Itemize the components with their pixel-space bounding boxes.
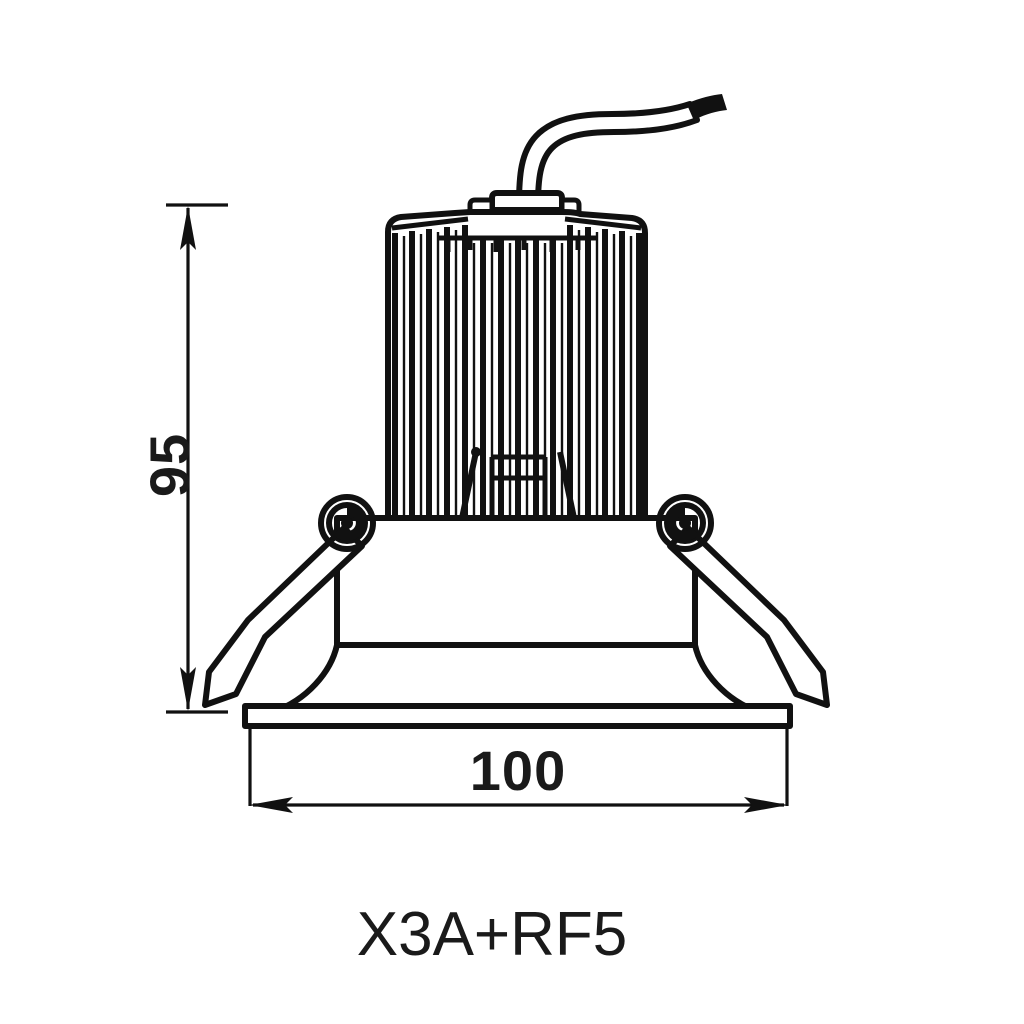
housing-collar — [334, 515, 698, 648]
trim-bezel-cone — [270, 642, 762, 715]
heat-sink-fin-edges — [402, 230, 633, 516]
trim-bezel-group — [270, 642, 762, 715]
drawing-caption: X3A+RF5 — [357, 900, 628, 969]
mounting-flange — [242, 703, 793, 729]
inner-strut-left — [459, 451, 479, 519]
height-dimension-label: 95 — [138, 433, 201, 497]
inner-strut-pivot-left — [471, 447, 481, 457]
height-dimension-group: 95 — [138, 203, 228, 714]
spring-pivot-right — [679, 517, 691, 529]
width-arrow-left — [249, 797, 293, 813]
spring-pivot-left — [341, 517, 353, 529]
spring-coil-right-inner — [666, 504, 698, 541]
spring-clip-right — [656, 494, 830, 708]
power-cable-group — [516, 94, 727, 208]
height-arrow-bottom — [180, 667, 196, 711]
spring-coil-left-inner — [334, 504, 366, 541]
spring-arm-left — [202, 525, 365, 708]
heat-sink-fins — [392, 225, 642, 518]
heat-sink-inner-bracket — [459, 447, 577, 519]
height-arrow-top — [180, 206, 196, 250]
cable-gland-boss — [489, 190, 565, 213]
width-arrow-right — [744, 797, 788, 813]
mounting-flange-group — [242, 703, 793, 729]
width-dimension-label: 100 — [470, 739, 566, 802]
spring-coil-right-outer — [656, 494, 714, 552]
heat-sink-group — [385, 209, 648, 521]
spring-coil-left-outer — [318, 494, 376, 552]
cable-connector-tip — [688, 94, 727, 119]
spring-clip-left — [202, 494, 376, 708]
inner-strut-right — [557, 451, 577, 519]
heat-sink-top-ridge — [391, 216, 642, 231]
housing-collar-group — [334, 515, 698, 648]
spring-arm-right — [667, 525, 830, 708]
width-dimension-group: 100 — [248, 722, 789, 813]
